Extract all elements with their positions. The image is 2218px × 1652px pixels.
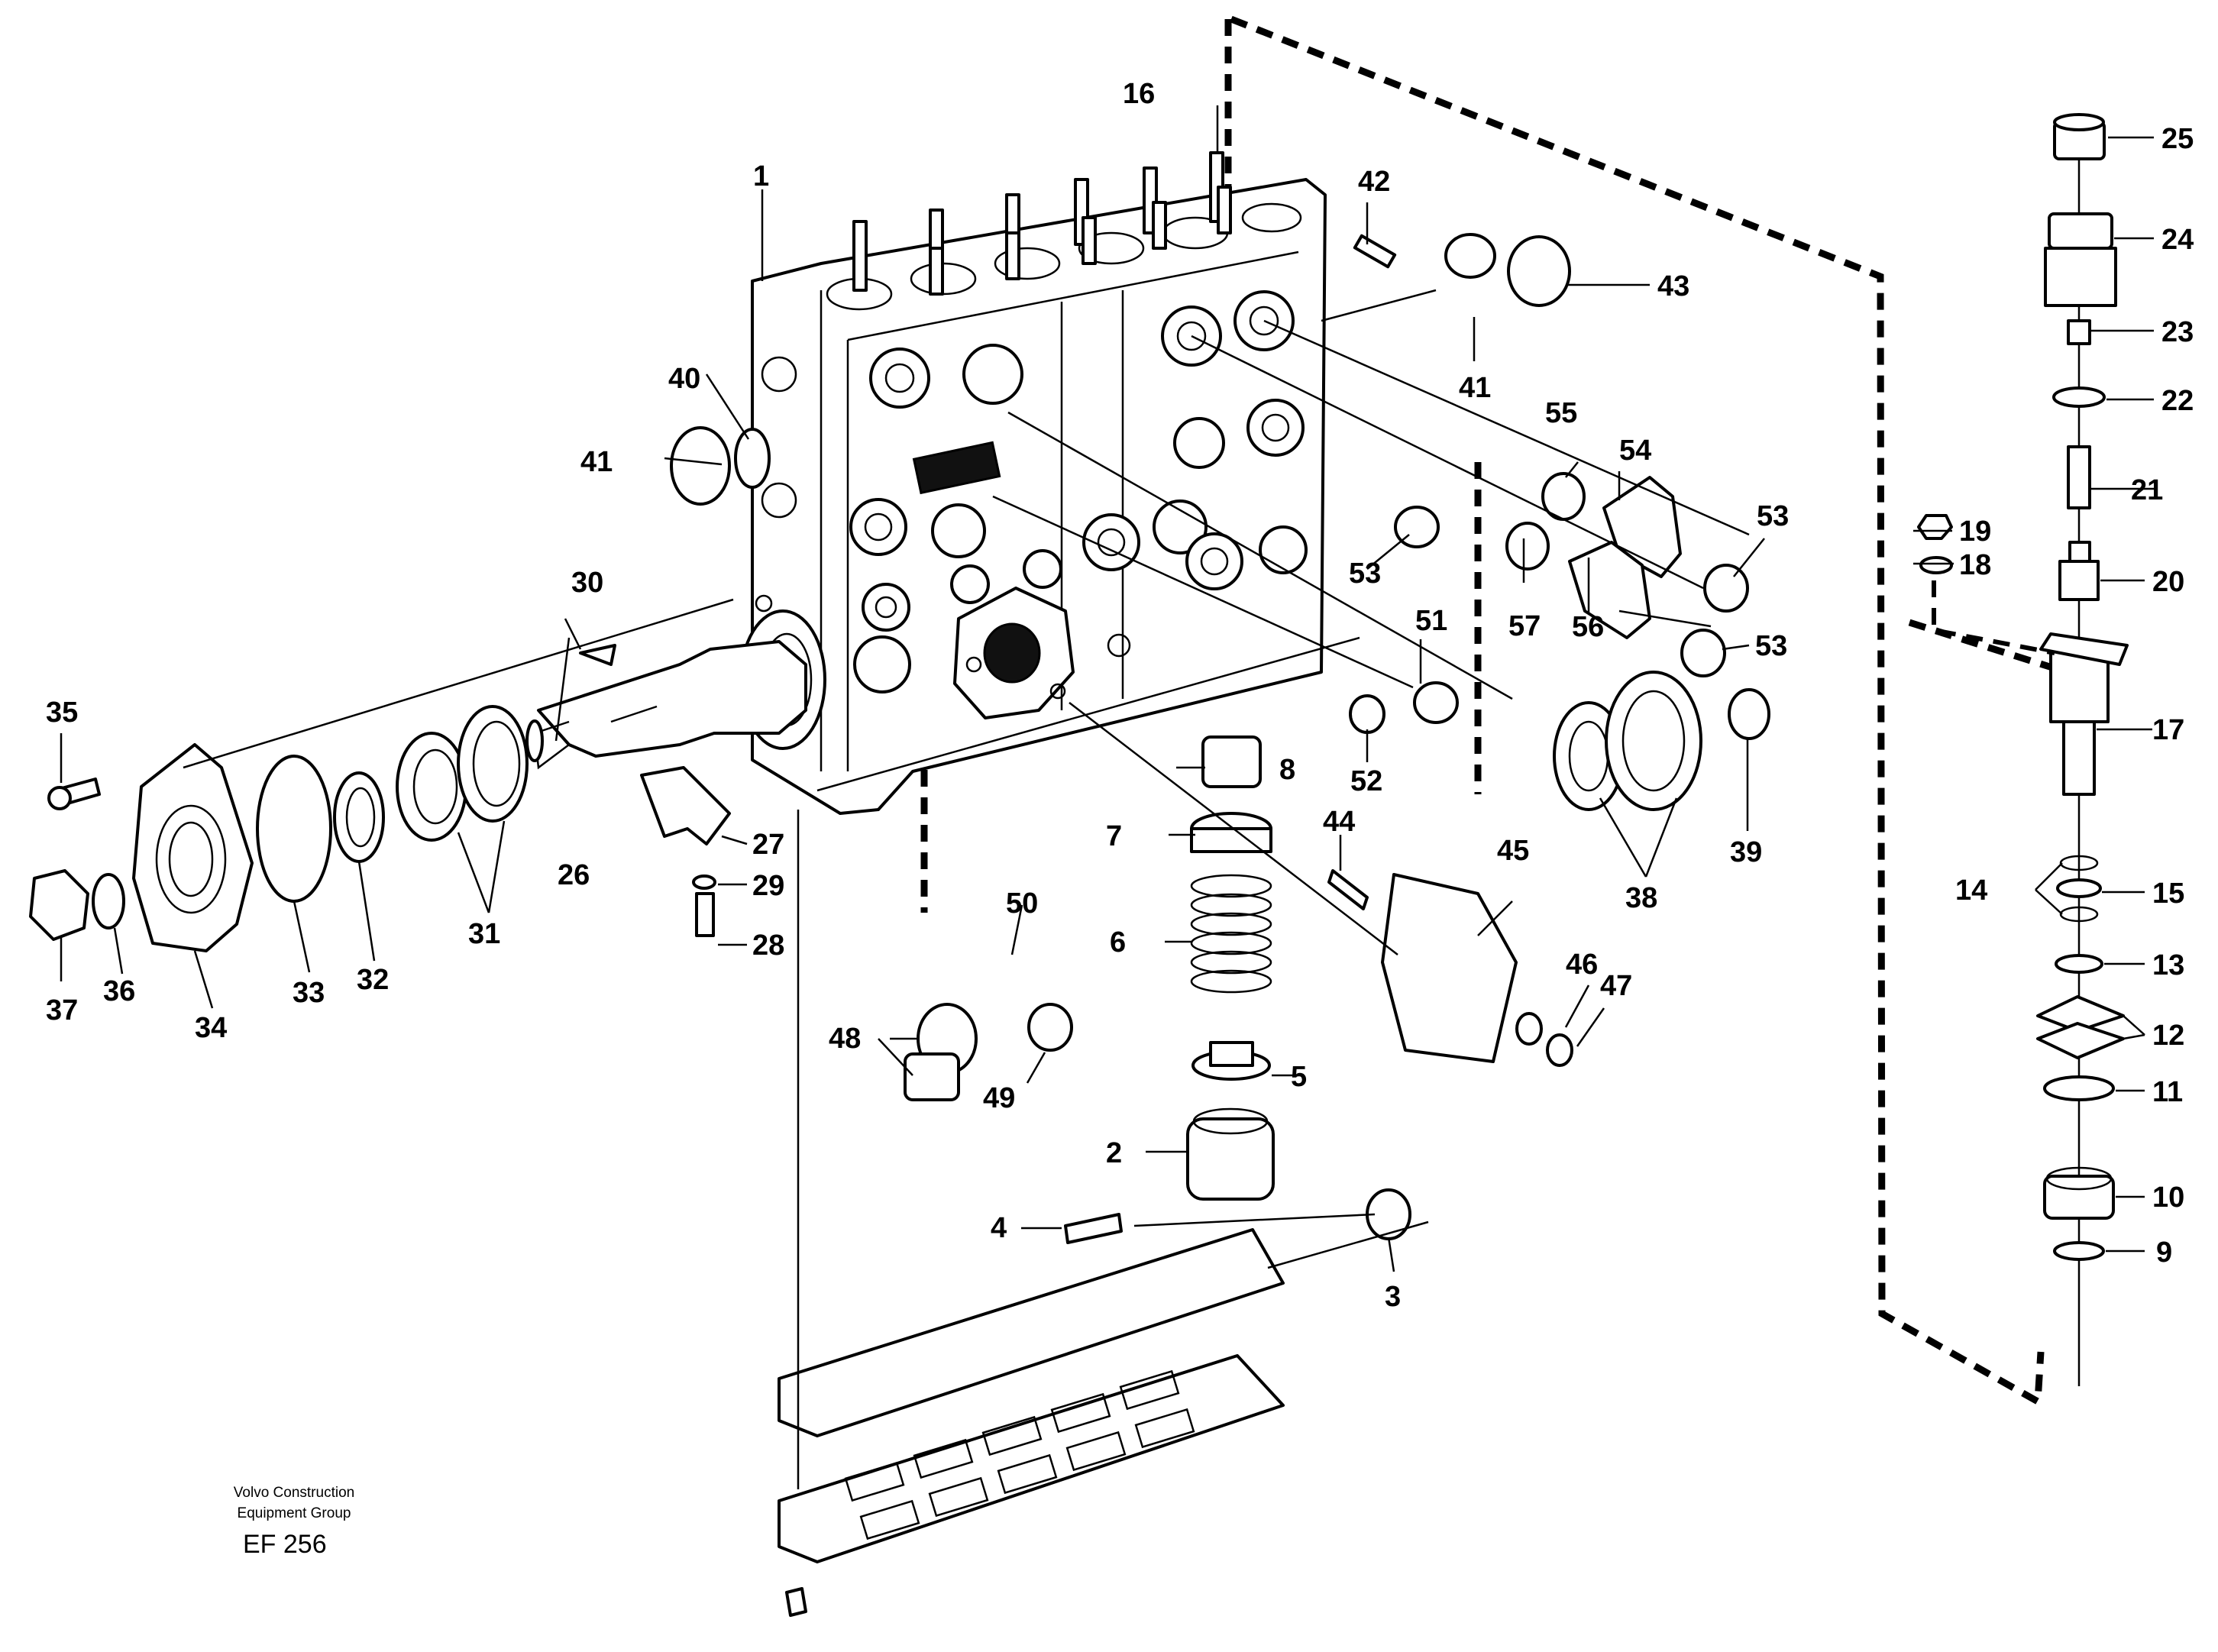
callout-57: 57 <box>1508 610 1541 642</box>
callout-49: 49 <box>983 1082 1015 1114</box>
camshaft-assembly <box>29 426 807 952</box>
callout-4: 4 <box>991 1212 1007 1244</box>
callout-44: 44 <box>1323 806 1355 838</box>
callout-11: 11 <box>2152 1076 2183 1108</box>
callout-31: 31 <box>468 918 500 950</box>
callout-14: 14 <box>1955 874 1987 907</box>
delivery-valve-assembly <box>1917 113 2129 1386</box>
callout-32: 32 <box>357 964 389 996</box>
callout-46: 46 <box>1566 949 1598 981</box>
callout-35: 35 <box>46 697 78 729</box>
company-line-1: Volvo Construction <box>234 1485 354 1501</box>
callout-24: 24 <box>2161 224 2194 256</box>
callout-22: 22 <box>2161 385 2194 417</box>
callout-10: 10 <box>2152 1182 2184 1214</box>
callout-29: 29 <box>752 870 784 902</box>
callout-50: 50 <box>1006 887 1038 920</box>
callout-30: 30 <box>571 567 603 599</box>
callout-37: 37 <box>46 994 78 1026</box>
callout-3: 3 <box>1385 1281 1401 1313</box>
callout-41: 41 <box>580 446 613 478</box>
callout-23: 23 <box>2161 316 2194 348</box>
callout-54: 54 <box>1619 435 1651 467</box>
callout-48: 48 <box>829 1023 861 1055</box>
callout-6: 6 <box>1110 926 1126 959</box>
callout-53b: 53 <box>1757 500 1789 532</box>
callout-20: 20 <box>2152 566 2184 598</box>
figure-code: EF 256 <box>243 1530 327 1559</box>
callout-17: 17 <box>2152 714 2184 746</box>
callout-52: 52 <box>1350 765 1382 797</box>
callout-19: 19 <box>1959 516 1991 548</box>
callout-2: 2 <box>1106 1137 1122 1169</box>
callout-43: 43 <box>1657 270 1689 302</box>
callout-53: 53 <box>1349 558 1381 590</box>
callout-21: 21 <box>2131 474 2163 506</box>
leader-lines <box>60 105 2154 1489</box>
callout-25: 25 <box>2161 123 2194 155</box>
callout-16: 16 <box>1123 78 1155 110</box>
plunger-stack <box>1064 735 1411 1244</box>
callout-8: 8 <box>1279 754 1295 786</box>
callout-47: 47 <box>1600 970 1632 1002</box>
callout-55: 55 <box>1545 397 1577 429</box>
callout-41b: 41 <box>1459 372 1491 404</box>
callout-38: 38 <box>1625 882 1657 914</box>
callout-9: 9 <box>2156 1237 2172 1269</box>
callout-36: 36 <box>103 975 135 1007</box>
callout-51: 51 <box>1415 605 1447 637</box>
callout-27: 27 <box>752 829 784 861</box>
callout-18: 18 <box>1959 549 1991 581</box>
callout-5: 5 <box>1291 1061 1307 1093</box>
callout-40: 40 <box>668 363 700 395</box>
callout-45: 45 <box>1497 835 1529 867</box>
callout-13: 13 <box>2152 949 2184 981</box>
callout-33: 33 <box>293 977 325 1009</box>
callout-34: 34 <box>195 1012 227 1044</box>
callout-labels: 1 2 3 4 5 6 7 8 9 10 11 12 13 14 15 16 1… <box>46 78 2194 1313</box>
callout-39: 39 <box>1730 836 1762 868</box>
company-line-2: Equipment Group <box>238 1505 351 1521</box>
callout-53c: 53 <box>1755 630 1787 662</box>
pump-housing <box>739 151 1327 815</box>
fittings-cluster <box>904 233 1770 1101</box>
publisher-credit: Volvo Construction Equipment Group EF 25… <box>234 1485 354 1559</box>
callout-56: 56 <box>1572 611 1604 643</box>
callout-28: 28 <box>752 929 784 962</box>
callout-12: 12 <box>2152 1020 2184 1052</box>
callout-42: 42 <box>1358 166 1390 198</box>
bottom-cover-plates <box>778 1228 1285 1617</box>
callout-7: 7 <box>1106 820 1122 852</box>
callout-1: 1 <box>753 160 769 192</box>
callout-15: 15 <box>2152 878 2184 910</box>
callout-26: 26 <box>558 859 590 891</box>
